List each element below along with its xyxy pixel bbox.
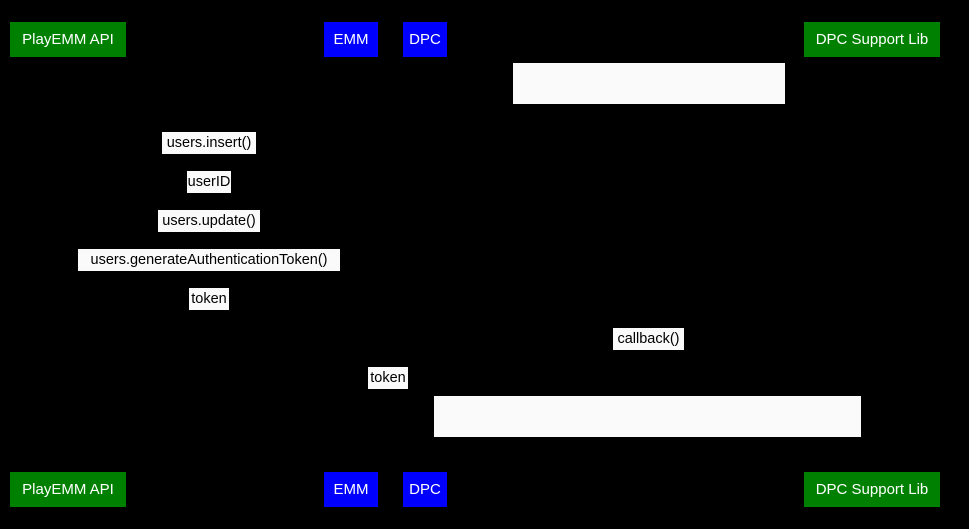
participant-label: DPC Support Lib bbox=[815, 31, 929, 48]
lifeline-dpc-support-lib bbox=[871, 57, 872, 472]
message-label-token-to-emm: token bbox=[189, 288, 229, 310]
message-line: users.generateAuthenticationToken() bbox=[90, 251, 328, 268]
participant-label: PlayEMM API bbox=[22, 481, 114, 498]
message-line: .addAndroidForWorkAccount(token, account… bbox=[453, 493, 842, 509]
message-line: androidForWorkAccountSupport bbox=[545, 103, 753, 119]
participant-dpc-top[interactable]: DPC bbox=[403, 22, 447, 57]
participant-emm-bottom[interactable]: EMM bbox=[324, 472, 378, 507]
lifeline-emm bbox=[350, 57, 351, 472]
participant-label: DPC Support Lib bbox=[815, 481, 929, 498]
message-label-add-android-for-work-account: androidForWorkAccountSupport .addAndroid… bbox=[434, 396, 861, 509]
message-label-callback: callback() bbox=[613, 328, 684, 350]
message-line: token bbox=[370, 369, 406, 386]
message-label-users-update: users.update() bbox=[158, 210, 260, 232]
participant-playemm-api-top[interactable]: PlayEMM API bbox=[10, 22, 126, 57]
message-label-users-insert: users.insert() bbox=[162, 132, 256, 154]
participant-label: EMM bbox=[333, 31, 369, 48]
participant-label: EMM bbox=[333, 481, 369, 498]
lifeline-playemm-api bbox=[67, 57, 68, 472]
message-label-token-to-dpc: token bbox=[368, 367, 408, 389]
lifeline-dpc bbox=[424, 57, 425, 472]
message-line: androidForWorkAccountSupport bbox=[544, 436, 751, 452]
message-line: .ensureWorkingEnvironment(callback) bbox=[526, 160, 772, 176]
participant-playemm-api-bottom[interactable]: PlayEMM API bbox=[10, 472, 126, 507]
message-line: userID bbox=[187, 173, 231, 190]
message-label-users-generate-authentication-token: users.generateAuthenticationToken() bbox=[78, 249, 340, 271]
participant-emm-top[interactable]: EMM bbox=[324, 22, 378, 57]
message-line: users.insert() bbox=[166, 134, 252, 151]
participant-dpc-bottom[interactable]: DPC bbox=[403, 472, 447, 507]
participant-dpc-support-lib-bottom[interactable]: DPC Support Lib bbox=[804, 472, 940, 507]
participant-label: DPC bbox=[409, 481, 441, 498]
message-label-ensure-working-environment: androidForWorkAccountSupport .ensureWork… bbox=[513, 63, 785, 176]
message-line: token bbox=[191, 290, 227, 307]
participant-label: DPC bbox=[409, 31, 441, 48]
message-label-user-id: userID bbox=[187, 171, 231, 193]
message-line: callback() bbox=[617, 330, 680, 347]
participant-label: PlayEMM API bbox=[22, 31, 114, 48]
participant-dpc-support-lib-top[interactable]: DPC Support Lib bbox=[804, 22, 940, 57]
message-line: users.update() bbox=[162, 212, 256, 229]
